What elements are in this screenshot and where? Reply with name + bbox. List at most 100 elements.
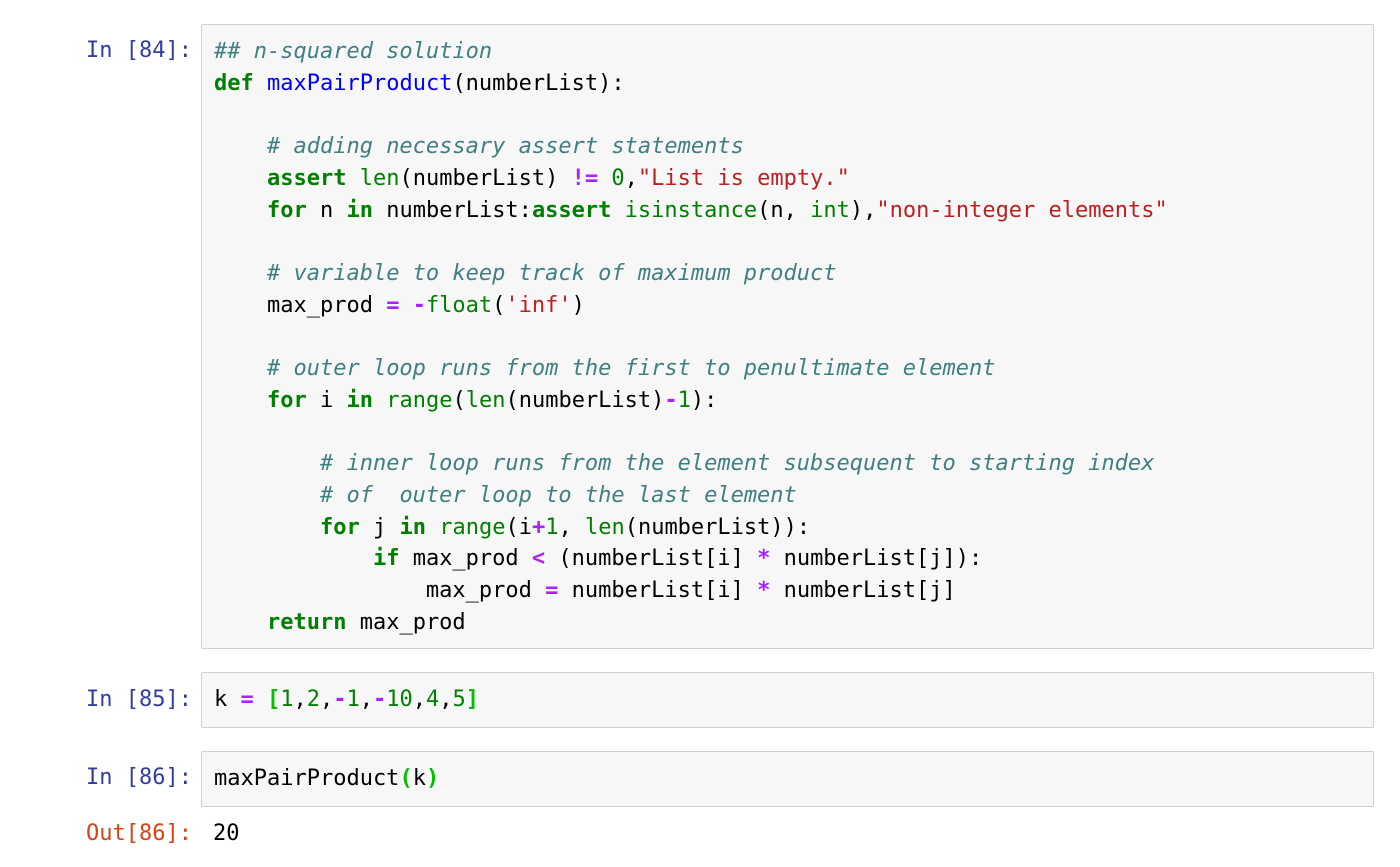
builtin-token: isinstance [624, 197, 758, 223]
code-line: # inner loop runs from the element subse… [214, 451, 1154, 476]
code-token [214, 166, 267, 191]
keyword-token: in [346, 387, 373, 413]
code-text-84: ## n-squared solution def maxPairProduct… [202, 25, 1373, 638]
comment-token: # variable to keep track of maximum prod… [266, 260, 837, 286]
code-text-86: maxPairProduct(k) [202, 752, 1373, 795]
operator-token: != [571, 165, 599, 191]
string-token: 'inf' [505, 292, 572, 318]
code-token [214, 451, 320, 476]
code-token [214, 610, 267, 635]
keyword-token: return [266, 609, 347, 635]
code-line: max_prod = -float('inf') [214, 293, 585, 318]
code-token: numberList: [372, 197, 532, 223]
code-editor-84[interactable]: ## n-squared solution def maxPairProduct… [201, 24, 1374, 649]
code-token: (i [505, 514, 532, 540]
code-token: max_prod [346, 609, 466, 635]
number-token: 2 [306, 687, 320, 712]
code-line: max_prod = numberList[i] * numberList[j] [214, 578, 956, 603]
number-token: 10 [386, 687, 413, 712]
keyword-token: in [399, 514, 426, 540]
code-line: # variable to keep track of maximum prod… [214, 261, 837, 286]
code-token [426, 515, 439, 540]
operator-token: = [386, 292, 400, 318]
keyword-token: assert [531, 197, 612, 223]
code-token [399, 293, 412, 318]
code-token: , [439, 687, 453, 712]
code-text-85: k = [1,2,-1,-10,4,5] [202, 673, 1373, 716]
code-editor-85[interactable]: k = [1,2,-1,-10,4,5] [201, 672, 1374, 728]
code-token: , [359, 687, 373, 712]
code-token [214, 388, 267, 413]
code-editor-86[interactable]: maxPairProduct(k) [201, 751, 1374, 807]
code-token: (numberList) [399, 165, 572, 191]
code-token: maxPairProduct [214, 766, 400, 791]
bracket-token: [ [267, 687, 281, 712]
builtin-token: int [810, 197, 850, 223]
code-token: ), [849, 197, 877, 223]
operator-token: - [412, 292, 426, 318]
bracket-token: ] [465, 687, 479, 712]
code-token: numberList[i] [558, 577, 758, 603]
code-line: if max_prod < (numberList[i] * numberLis… [214, 546, 982, 571]
operator-token: - [664, 387, 678, 413]
number-token: 0 [611, 165, 625, 191]
code-line: # adding necessary assert statements [214, 134, 744, 159]
keyword-token: for [319, 514, 360, 540]
comment-token: # of outer loop to the last element [319, 482, 797, 508]
code-token [598, 166, 611, 191]
code-token [214, 483, 320, 508]
code-token: ): [690, 387, 718, 413]
code-token [214, 515, 320, 540]
builtin-token: len [359, 165, 400, 191]
operator-token: - [333, 687, 347, 712]
number-token: 5 [452, 687, 466, 712]
code-token [214, 134, 267, 159]
code-line: assert len(numberList) != 0,"List is emp… [214, 166, 850, 191]
code-token: i [306, 387, 347, 413]
keyword-token: for [266, 387, 307, 413]
code-token: (n, [757, 197, 811, 223]
code-token: , [320, 687, 334, 712]
operator-token: = [240, 687, 254, 712]
function-name-token: maxPairProduct [267, 70, 453, 96]
code-token: max_prod [399, 546, 532, 572]
operator-token: + [531, 514, 546, 540]
comment-token: # adding necessary assert statements [266, 134, 744, 160]
builtin-token: range [386, 387, 453, 413]
code-token [214, 356, 267, 381]
string-token: "List is empty." [637, 165, 850, 191]
code-token: (numberList)): [624, 514, 811, 540]
code-token [214, 261, 267, 286]
code-token: j [359, 514, 400, 540]
number-token: 1 [280, 687, 294, 712]
code-token: k [412, 766, 426, 791]
bracket-token: ( [399, 766, 413, 791]
code-line: for j in range(i+1, len(numberList)): [214, 515, 810, 540]
builtin-token: float [425, 292, 493, 318]
code-token: ( [452, 387, 466, 413]
code-token: (numberList): [452, 70, 625, 96]
code-token [254, 687, 267, 712]
code-token: , [558, 514, 585, 540]
code-line: for n in numberList:assert isinstance(n,… [214, 198, 1168, 223]
code-line: def maxPairProduct(numberList): [214, 71, 625, 96]
operator-token: = [545, 577, 559, 603]
code-token [373, 388, 386, 413]
code-token [346, 166, 359, 191]
code-line: return max_prod [214, 610, 466, 635]
keyword-token: in [346, 197, 373, 223]
code-token: n [306, 197, 347, 223]
code-token: numberList[j]): [770, 546, 983, 572]
keyword-token: assert [266, 165, 347, 191]
keyword-token: for [266, 197, 307, 223]
code-token: , [412, 687, 426, 712]
code-line: maxPairProduct(k) [214, 766, 439, 791]
builtin-token: len [584, 514, 625, 540]
code-token [214, 546, 373, 571]
code-token: k [214, 687, 241, 712]
code-line: ## n-squared solution [214, 39, 492, 64]
code-token: numberList[j] [770, 577, 956, 603]
keyword-token: if [372, 546, 400, 572]
code-token: ( [492, 292, 506, 318]
keyword-token: def [214, 70, 254, 96]
